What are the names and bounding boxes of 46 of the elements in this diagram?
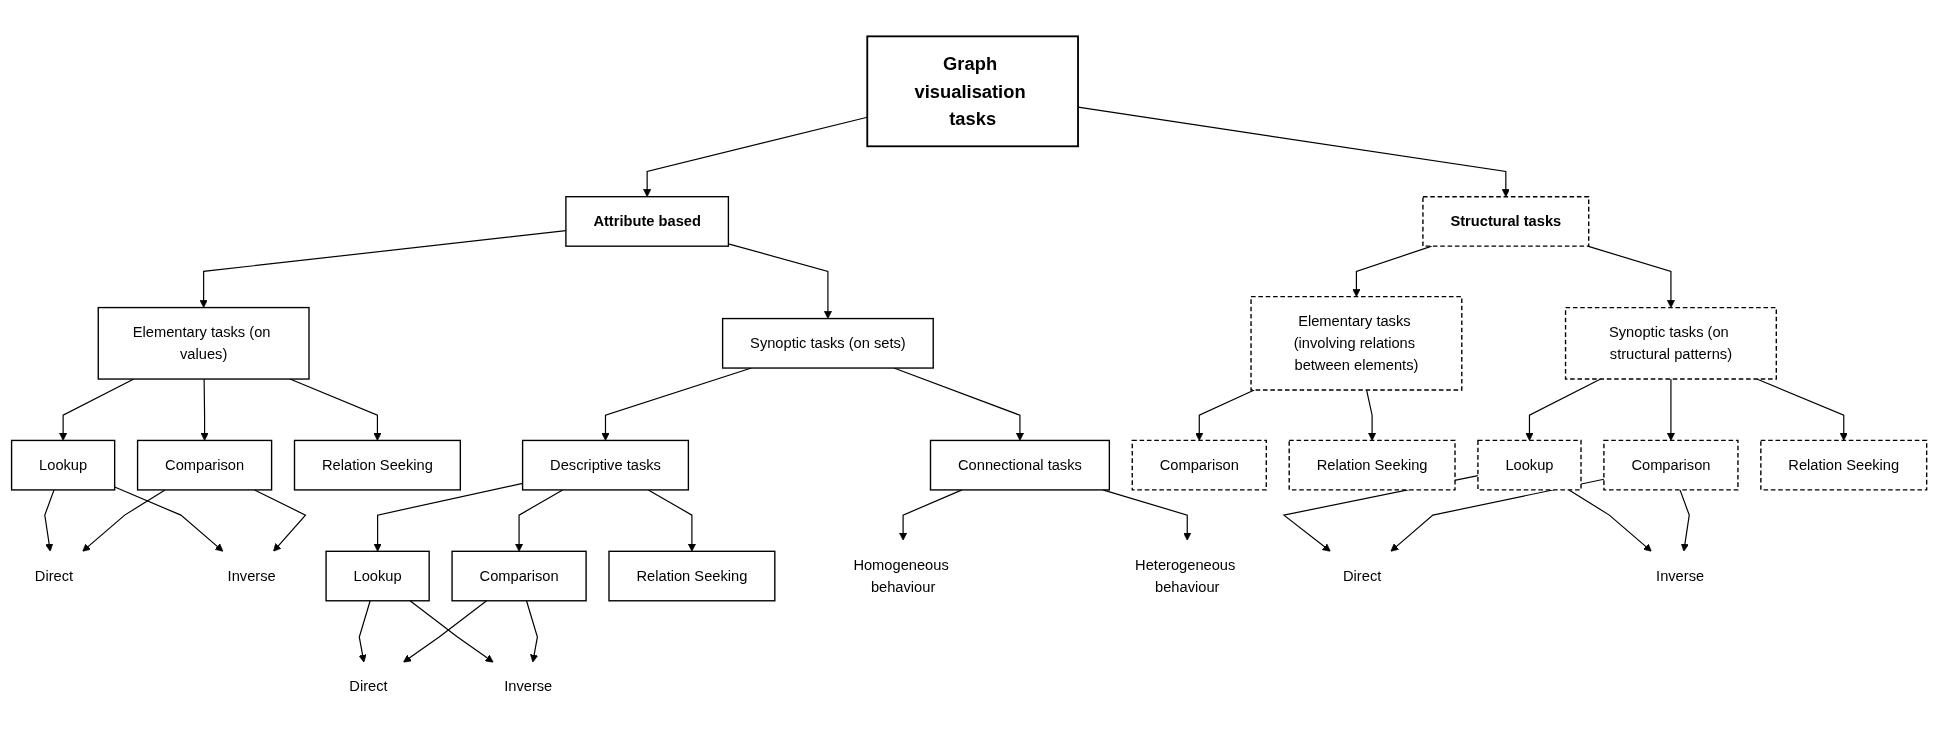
arrow <box>44 489 55 552</box>
arrow <box>899 489 963 541</box>
node-box: Comparison <box>1603 439 1739 491</box>
node-box: Comparison <box>451 550 587 602</box>
node-text: Direct <box>349 678 388 695</box>
arrow <box>1568 489 1652 552</box>
node-text: Direct <box>1343 567 1382 584</box>
arrow <box>253 489 307 552</box>
node-box: Structural tasks <box>1422 196 1590 247</box>
node-text: Inverse <box>504 678 553 695</box>
node-box: Relation Seeking <box>293 439 461 491</box>
arrow <box>727 243 832 319</box>
node-box: Relation Seeking <box>1288 439 1456 491</box>
arrow <box>525 600 539 663</box>
node-box: Relation Seeking <box>608 550 776 602</box>
node-box: Descriptive tasks <box>521 439 690 491</box>
arrow <box>200 378 209 441</box>
arrow <box>82 489 166 552</box>
node-box: Synoptic tasks (on sets) <box>721 317 934 369</box>
node-box: Graph visualisation tasks <box>866 35 1079 148</box>
node-box: Lookup <box>10 439 116 491</box>
arrow <box>515 489 564 552</box>
node-box: Lookup <box>1477 439 1582 491</box>
arrow <box>1587 245 1675 308</box>
node-box: Elementary tasks (involving relations between elements) <box>1250 295 1463 391</box>
arrow <box>114 486 224 552</box>
node-box: Synoptic tasks (on structural patterns) <box>1564 306 1777 380</box>
arrow <box>1666 378 1675 441</box>
node-text: Direct <box>34 567 74 584</box>
node-box: Comparison <box>1131 439 1267 491</box>
node-box: Comparison <box>136 439 273 491</box>
node-box: Connectional tasks <box>929 439 1111 491</box>
node-text: Homogeneous behaviour <box>853 556 949 595</box>
node-box: Elementary tasks (on values) <box>97 306 310 380</box>
node-text: Heterogeneous behaviour <box>1135 556 1236 595</box>
arrow <box>1366 389 1377 441</box>
arrow <box>358 600 371 663</box>
arrow <box>1195 389 1255 441</box>
node-box: Relation Seeking <box>1760 439 1928 491</box>
node-box: Lookup <box>325 550 430 602</box>
arrow <box>1679 489 1690 552</box>
node-text: Inverse <box>227 567 276 584</box>
arrow <box>647 489 696 552</box>
node-text: Inverse <box>1656 567 1705 584</box>
arrow <box>643 116 868 198</box>
node-box: Attribute based <box>565 196 730 247</box>
